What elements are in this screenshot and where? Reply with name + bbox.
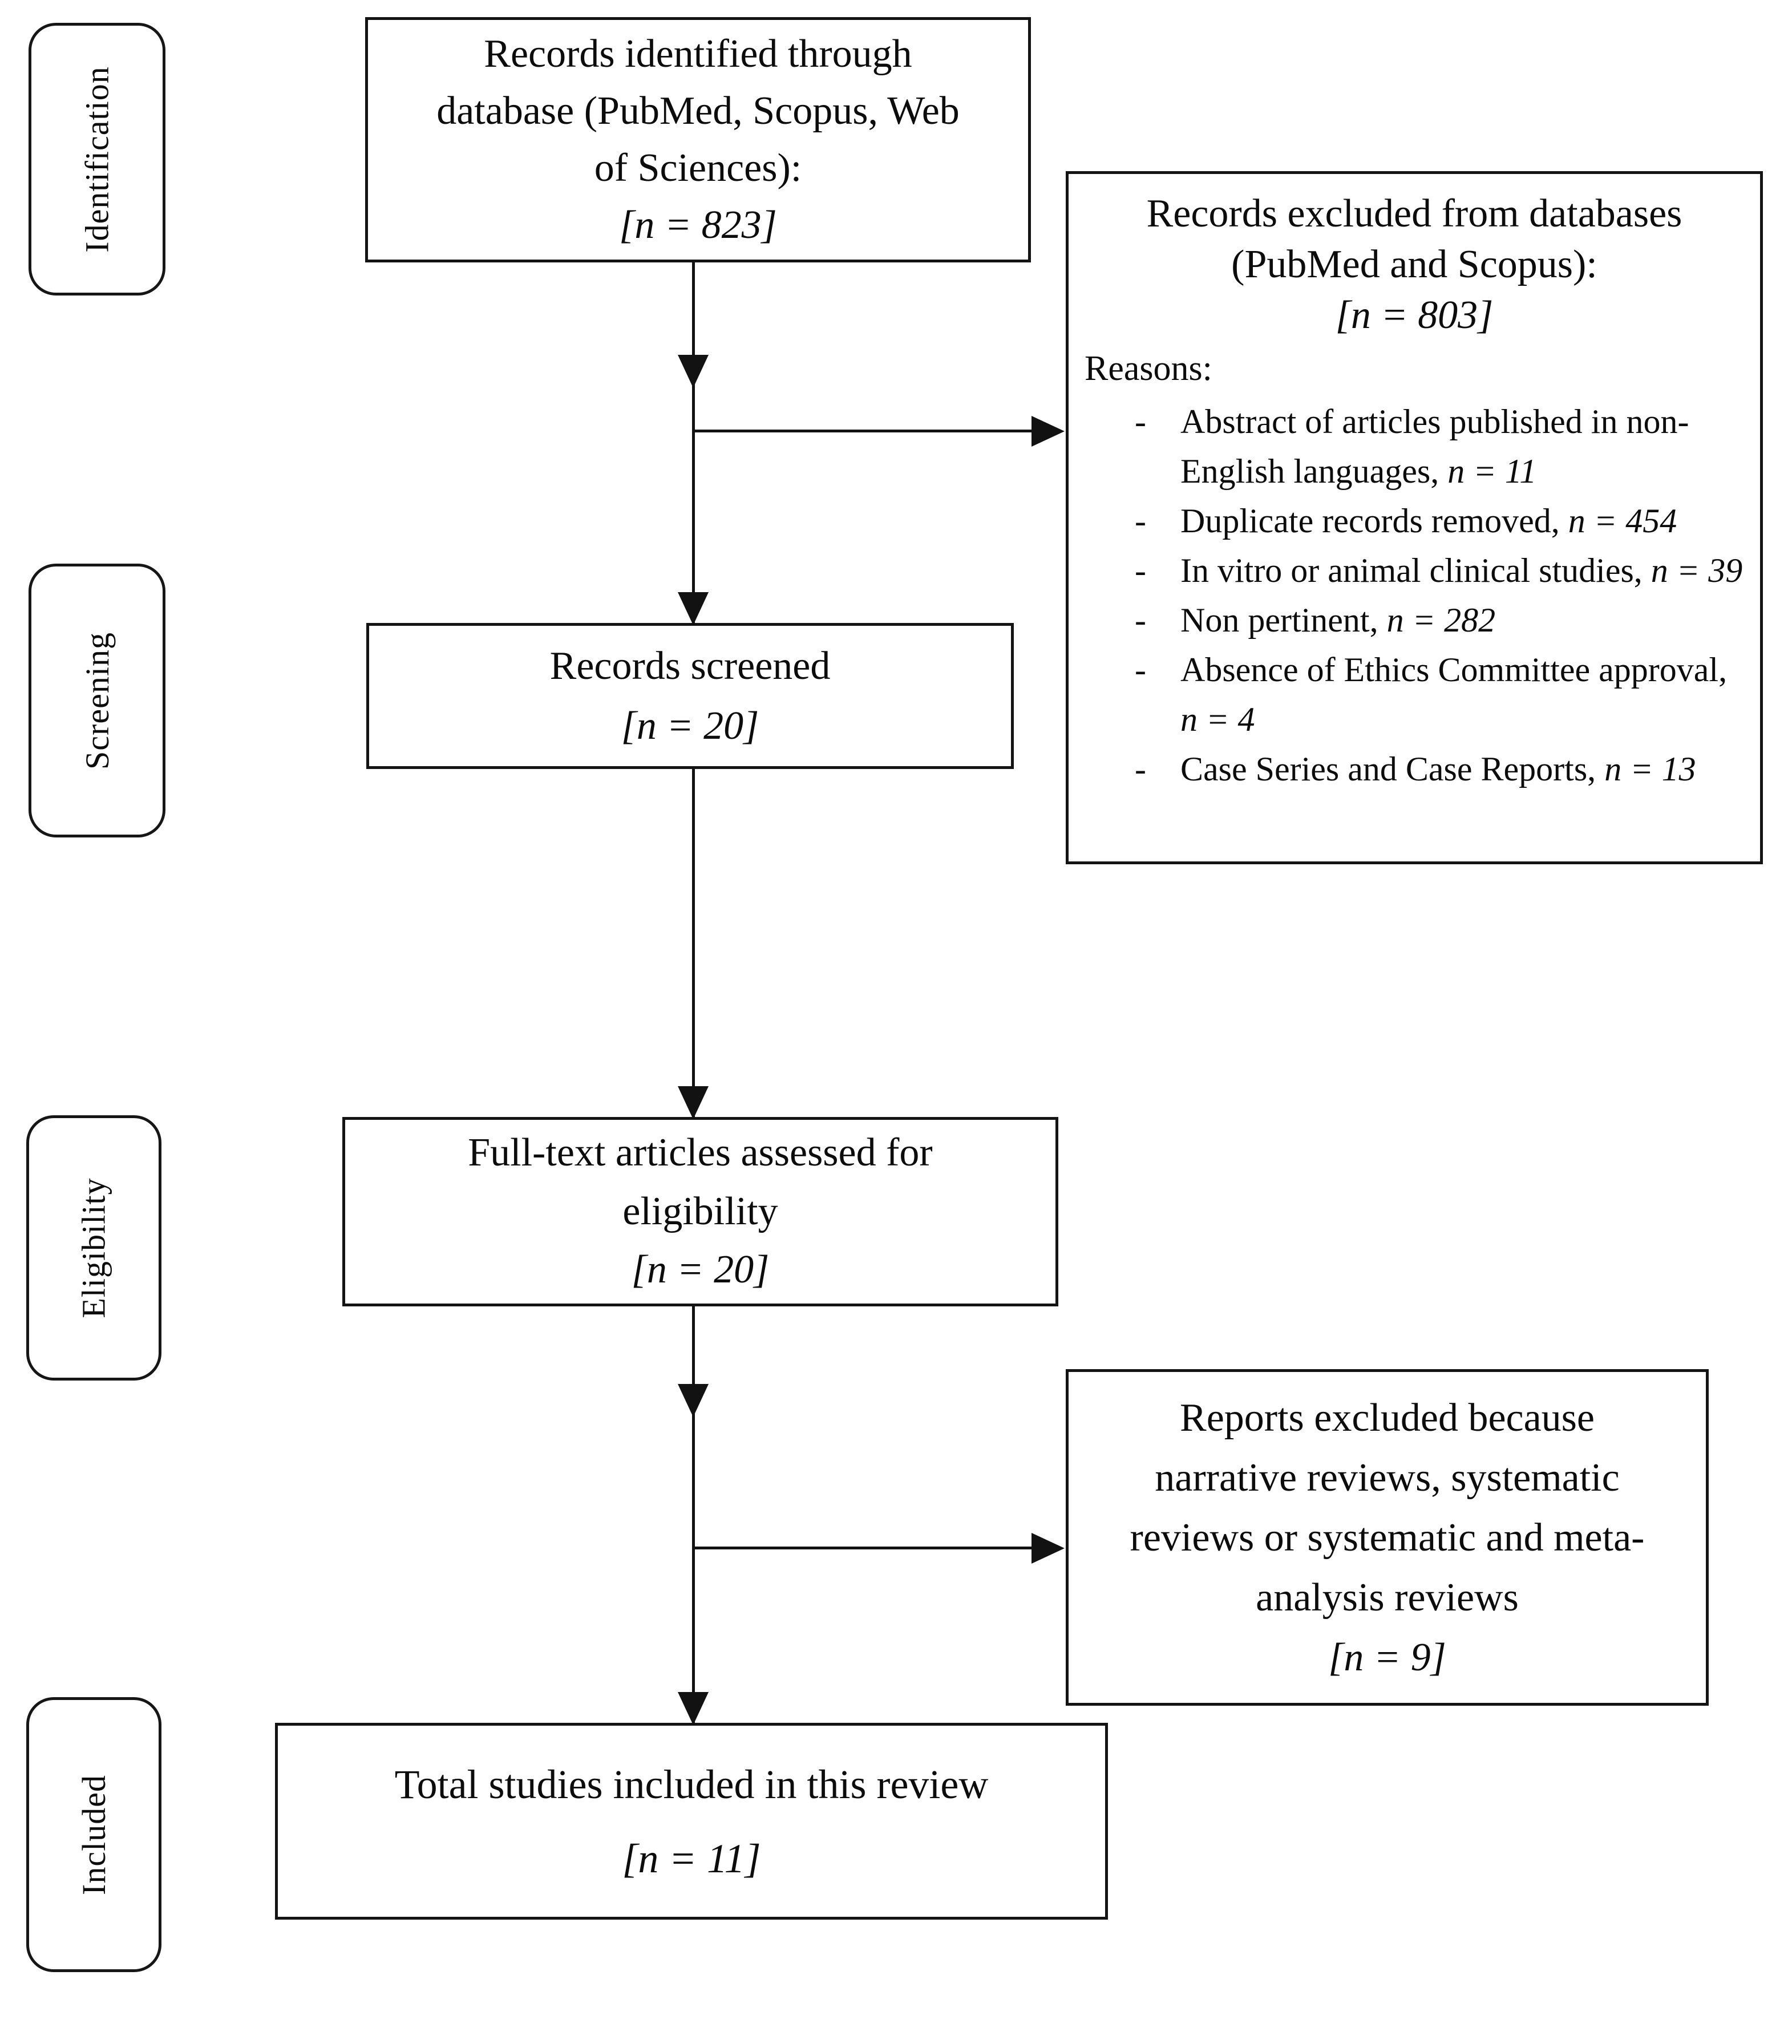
arrowhead-into-total: [678, 1692, 709, 1725]
reason-count: n = 4: [1180, 701, 1255, 739]
stage-label-screening-text: Screening: [78, 632, 116, 770]
box-records-excluded-title: Records excluded from databases (PubMed a…: [1147, 189, 1682, 290]
arrow-line-screened-to-fulltext: [692, 768, 695, 1118]
reason-count: n = 39: [1651, 552, 1743, 590]
stage-label-eligibility-text: Eligibility: [75, 1177, 113, 1318]
arrowhead-into-excluded-databases: [1031, 416, 1065, 447]
stage-label-identification-text: Identification: [78, 66, 116, 253]
box-total-included-count: [n = 11]: [622, 1835, 761, 1881]
stage-label-included: Included: [26, 1697, 161, 1972]
bullet-marker: -: [1135, 750, 1146, 788]
box-records-screened: Records screened [n = 20]: [366, 623, 1014, 769]
arrowhead-into-screened: [678, 592, 709, 625]
text-line: eligibility: [622, 1189, 778, 1233]
text-line: Records excluded from databases: [1146, 192, 1682, 236]
reason-list: -Abstract of articles published in non-E…: [1135, 397, 1744, 794]
arrow-line-branch-to-reports-excluded: [694, 1547, 1033, 1549]
reason-text: Absence of Ethics Committee approval, n …: [1180, 651, 1728, 739]
reason-count: n = 11: [1447, 452, 1537, 491]
reason-count: n = 282: [1386, 601, 1496, 639]
box-total-included: Total studies included in this review [n…: [275, 1723, 1108, 1920]
text-line: narrative reviews, systematic: [1155, 1455, 1620, 1500]
box-fulltext-assessed-text: Full-text articles assessed for eligibili…: [468, 1124, 933, 1241]
text-line: (PubMed and Scopus):: [1231, 242, 1597, 286]
box-total-included-text: Total studies included in this review: [395, 1754, 989, 1815]
stage-label-eligibility: Eligibility: [26, 1115, 161, 1381]
box-records-screened-count: [n = 20]: [621, 704, 759, 748]
bullet-marker: -: [1135, 502, 1146, 540]
arrowhead-into-reports-excluded: [1031, 1533, 1065, 1564]
arrow-line-fulltext-to-total: [692, 1305, 695, 1724]
arrow-line-identified-to-screened: [692, 261, 695, 624]
arrow-line-branch-to-excluded-databases: [694, 430, 1033, 432]
reason-item: -Abstract of articles published in non-E…: [1135, 397, 1744, 496]
box-records-identified: Records identified through database (PubM…: [365, 17, 1031, 262]
stage-label-screening: Screening: [29, 564, 165, 837]
box-fulltext-assessed-count: [n = 20]: [631, 1248, 770, 1292]
reason-text: In vitro or animal clinical studies, n =…: [1180, 552, 1743, 590]
bullet-marker: -: [1135, 651, 1146, 689]
text-line: reviews or systematic and meta-: [1130, 1515, 1645, 1560]
arrowhead-identified-mid: [678, 355, 709, 388]
box-reports-excluded: Reports excluded because narrative review…: [1066, 1369, 1709, 1706]
text-line: Reports excluded because: [1180, 1395, 1595, 1440]
stage-label-identification: Identification: [29, 23, 165, 296]
text-line: Total studies included in this review: [394, 1761, 989, 1807]
box-records-excluded-databases: Records excluded from databases (PubMed a…: [1066, 171, 1763, 864]
reason-item: -Case Series and Case Reports, n = 13: [1135, 744, 1744, 794]
reason-text: Case Series and Case Reports, n = 13: [1180, 750, 1696, 788]
bullet-marker: -: [1135, 601, 1146, 639]
text-line: of Sciences):: [594, 146, 802, 190]
box-reports-excluded-text: Reports excluded because narrative review…: [1130, 1388, 1645, 1628]
stage-label-included-text: Included: [75, 1774, 112, 1895]
bullet-marker: -: [1135, 403, 1146, 441]
box-records-excluded-count: [n = 803]: [1335, 293, 1494, 337]
box-fulltext-assessed: Full-text articles assessed for eligibili…: [342, 1117, 1058, 1306]
text-line: database (PubMed, Scopus, Web: [436, 88, 960, 133]
text-line: Records screened: [549, 644, 831, 688]
box-records-identified-text: Records identified through database (PubM…: [436, 26, 960, 197]
box-reports-excluded-count: [n = 9]: [1328, 1635, 1446, 1679]
reason-item: -In vitro or animal clinical studies, n …: [1135, 546, 1744, 596]
bullet-marker: -: [1135, 552, 1146, 590]
reason-item: -Non pertinent, n = 282: [1135, 596, 1744, 645]
text-line: Records identified through: [484, 31, 912, 76]
arrowhead-into-fulltext: [678, 1086, 709, 1119]
reason-item: -Absence of Ethics Committee approval, n…: [1135, 645, 1744, 744]
reason-text: Non pertinent, n = 282: [1180, 601, 1496, 639]
text-line: Full-text articles assessed for: [468, 1130, 933, 1175]
reason-count: n = 454: [1568, 502, 1677, 540]
arrowhead-fulltext-mid: [678, 1384, 709, 1417]
reason-item: -Duplicate records removed, n = 454: [1135, 496, 1744, 546]
reason-text: Duplicate records removed, n = 454: [1180, 502, 1677, 540]
reasons-label: Reasons:: [1085, 349, 1212, 388]
reason-text: Abstract of articles published in non-En…: [1180, 403, 1689, 491]
text-line: analysis reviews: [1256, 1575, 1519, 1620]
box-records-identified-count: [n = 823]: [619, 203, 777, 248]
box-records-screened-text: Records screened: [550, 636, 831, 696]
reason-count: n = 13: [1604, 750, 1696, 788]
